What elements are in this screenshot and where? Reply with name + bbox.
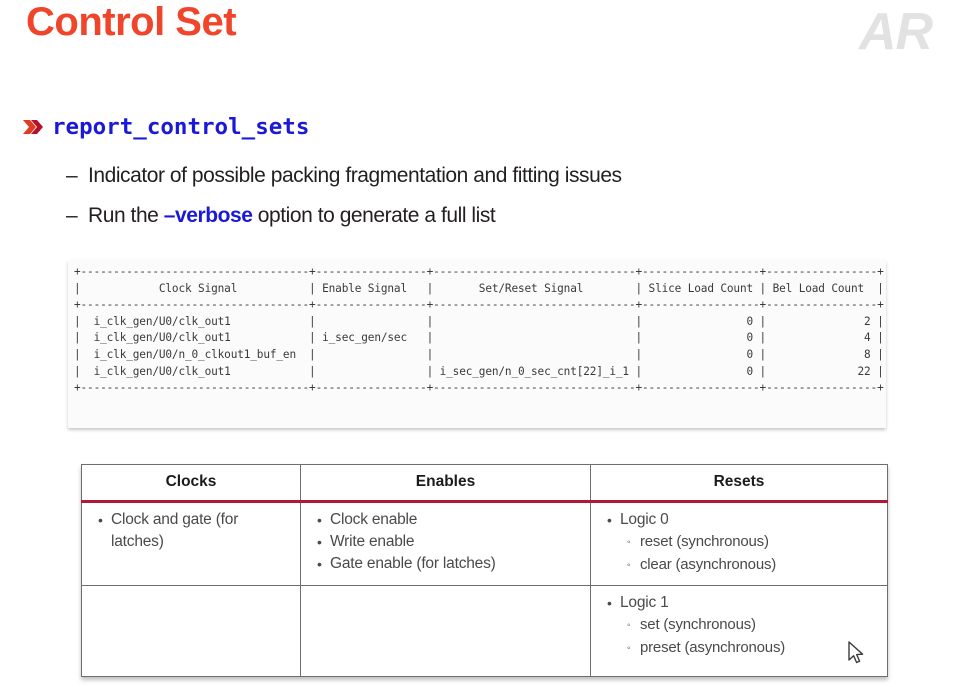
report-ascii-table: +-----------------------------------+---… bbox=[74, 265, 884, 395]
list-item-sub: ◦ clear (asynchronous) bbox=[591, 554, 887, 577]
list-item-text: clear (asynchronous) bbox=[640, 556, 777, 573]
cell-enables-1: • Clock enable • Write enable • Gate ena… bbox=[300, 501, 591, 586]
list-item: • Clock enable bbox=[301, 509, 590, 531]
cell-clocks-1: • Clock and gate (for latches) bbox=[81, 501, 301, 586]
list-item-sub: ◦ preset (asynchronous) bbox=[591, 637, 887, 660]
sub-bullet-dot: ◦ bbox=[627, 537, 631, 548]
list-item-text: Logic 0 bbox=[620, 511, 669, 528]
report-control-sets-output: +-----------------------------------+---… bbox=[68, 260, 886, 428]
sub-bullet-dot: ◦ bbox=[627, 643, 631, 654]
list-item-text: Logic 1 bbox=[620, 594, 669, 611]
bullet-dot: • bbox=[98, 512, 103, 528]
page-title: Control Set bbox=[26, 0, 237, 44]
list-item-text: reset (synchronous) bbox=[640, 533, 769, 550]
dash-marker: – bbox=[66, 204, 78, 227]
bullet-level2-text: Run the –verbose option to generate a fu… bbox=[88, 203, 496, 229]
table-row: • Logic 1 ◦ set (synchronous) ◦ preset (… bbox=[81, 585, 888, 677]
bullet-level1: report_control_sets bbox=[22, 114, 309, 140]
bullet-level1-label: report_control_sets bbox=[52, 114, 310, 140]
watermark-text: AR bbox=[859, 6, 933, 61]
double-chevron-right-icon bbox=[22, 116, 44, 138]
bullet-dot: • bbox=[317, 512, 322, 528]
bullet-level2-indicator: – Indicator of possible packing fragment… bbox=[66, 163, 622, 189]
sub-bullet-dot: ◦ bbox=[627, 620, 631, 631]
cell-clocks-2 bbox=[81, 585, 301, 677]
list-item-text: set (synchronous) bbox=[640, 616, 756, 633]
list-item: • Logic 0 bbox=[591, 509, 887, 531]
bullet-dot: • bbox=[317, 534, 322, 550]
column-header-clocks: Clocks bbox=[81, 464, 301, 503]
list-item-sub: ◦ set (synchronous) bbox=[591, 614, 887, 637]
list-item: • Clock and gate (for latches) bbox=[82, 509, 300, 553]
bullet-dot: • bbox=[607, 512, 612, 528]
cell-resets-1: • Logic 0 ◦ reset (synchronous) ◦ clear … bbox=[590, 501, 888, 586]
table-row: • Clock and gate (for latches) • Clock e… bbox=[81, 501, 888, 586]
control-set-table: Clocks Enables Resets • Clock and gate (… bbox=[81, 464, 888, 677]
corner-watermark-logo: AR bbox=[857, 6, 953, 68]
list-item-sub: ◦ reset (synchronous) bbox=[591, 531, 887, 554]
column-header-resets: Resets bbox=[590, 464, 888, 503]
verbose-keyword: –verbose bbox=[163, 204, 253, 227]
bullet-dot: • bbox=[317, 556, 322, 572]
verbose-post-text: option to generate a full list bbox=[252, 204, 496, 227]
list-item: • Write enable bbox=[301, 531, 590, 553]
table-header-row: Clocks Enables Resets bbox=[81, 464, 888, 503]
verbose-pre-text: Run the bbox=[88, 204, 164, 227]
cell-resets-2: • Logic 1 ◦ set (synchronous) ◦ preset (… bbox=[590, 585, 888, 677]
list-item-text: Clock enable bbox=[330, 511, 418, 528]
list-item-text: Gate enable (for latches) bbox=[330, 555, 496, 572]
list-item: • Logic 1 bbox=[591, 592, 887, 614]
bullet-dot: • bbox=[607, 595, 612, 611]
list-item-text: Write enable bbox=[330, 533, 415, 550]
column-header-enables: Enables bbox=[300, 464, 591, 503]
list-item-text: Clock and gate (for latches) bbox=[111, 511, 239, 550]
dash-marker: – bbox=[66, 164, 78, 187]
list-item-text: preset (asynchronous) bbox=[640, 639, 786, 656]
bullet-level2-verbose: – Run the –verbose option to generate a … bbox=[66, 203, 496, 229]
bullet-level2-text: Indicator of possible packing fragmentat… bbox=[88, 164, 622, 187]
sub-bullet-dot: ◦ bbox=[627, 560, 631, 571]
list-item: • Gate enable (for latches) bbox=[301, 553, 590, 575]
cell-enables-2 bbox=[300, 585, 591, 677]
